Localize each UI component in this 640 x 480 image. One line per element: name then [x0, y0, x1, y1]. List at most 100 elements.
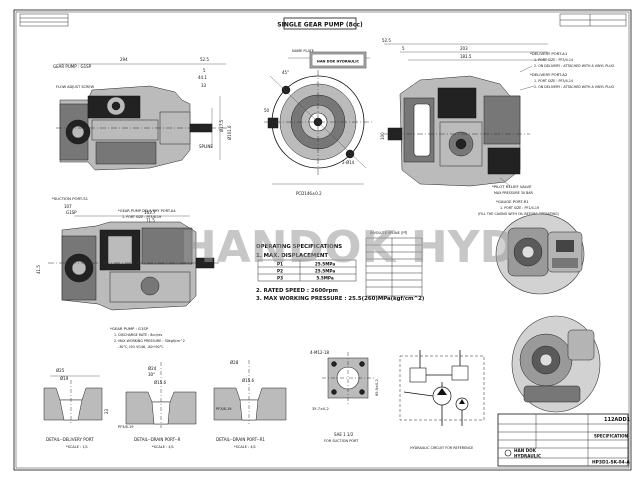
drawing-title: SINGLE GEAR PUMP (8cc) — [277, 22, 363, 29]
front-view: NAME PLATE 45° HAN DOK HYDRAULIC 2-Ø14 P… — [264, 49, 374, 196]
gauge-port-label: *GAUGE PORT-R1 — [496, 199, 529, 204]
side-view: 294 52.5 5 44.1 33 GEAR PUMP : G1SP FLOW… — [53, 57, 232, 171]
pcd-dim: PCD146±0.2 — [296, 191, 322, 196]
rv-dim-181-5: 181.5 — [460, 54, 472, 59]
watermark: HANDOK HYD — [180, 222, 516, 273]
max-working-pressure: 2. MAX WORKING PRESSURE : 30kgf/cm^2 — [114, 339, 185, 343]
detail-drain-r-title: DETAIL--DRAIN PORT--R — [134, 437, 181, 442]
delivery-a1-label: *DELIVERY PORT-A1 — [530, 51, 568, 56]
rv-dim-5: 5 — [402, 46, 405, 51]
spec-item-1: 1. MAX. DISPLACEMENT — [256, 253, 328, 259]
dp-dim-25: Ø25 — [56, 368, 65, 373]
spec-label: SPECIFICATION — [594, 434, 628, 439]
spec-row-3-value: 5.5MPa — [316, 276, 334, 281]
spec-item-3: 3. MAX WORKING PRESSURE : 25.5(260)MPa(k… — [256, 296, 424, 302]
lower-view: *SUCTION PORT-S1 107 G1SP 163.7 71.5 *GE… — [36, 196, 220, 349]
dim-5: 5 — [203, 68, 206, 73]
dim-2-phi14: 2-Ø14 — [342, 160, 355, 165]
detail-drain-port-r1: Ø28 Ø15.6 PF3/8-19 DETAIL--DRAIN PORT--R… — [213, 360, 287, 449]
dim-33: 33 — [201, 83, 207, 88]
dr1-dim-28: Ø28 — [230, 360, 239, 365]
spec-row-2-value: 25.5MPa — [315, 269, 335, 274]
discharge-rate: 1. DISCHARGE RATE : 8cc/rev — [114, 333, 162, 337]
dr-dim-24: Ø24 — [148, 366, 157, 371]
lv-dim-71-5: 71.5 — [146, 218, 155, 223]
spline-label: SPLINE — [199, 144, 213, 149]
dp-dim-23: 23 — [104, 408, 109, 414]
suction-dim-35-7: 35.7±0.2 — [312, 407, 329, 411]
pump-render-lower — [511, 315, 601, 413]
gear-pump-label: GEAR PUMP : G1SP — [53, 64, 92, 69]
circuit-caption: HYDRAULIC CIRCUIT FOR REFERENCE — [410, 446, 473, 450]
sheet-border — [13, 9, 632, 471]
dr1-port-size: PF3/8-19 — [216, 407, 231, 411]
flow-adjust-label: FLOW ADJUST SCREW — [56, 85, 95, 89]
rv-dim-52-5: 52.5 — [382, 38, 391, 43]
detail-delivery-scale: *SCALE : 1/1 — [66, 445, 88, 449]
pilot-relief-label: *PILOT RELIEF VALVE — [492, 184, 532, 189]
hydraulic-circuit: HYDRAULIC CIRCUIT FOR REFERENCE — [399, 350, 485, 450]
spline-table-heading: INVOLUTE SPLINE 규격 — [370, 230, 407, 235]
gear-delivery-label: *GEAR PUMP DELIVERY PORT-A4 — [118, 209, 176, 213]
dim-phi-17: Ø17.5 — [219, 119, 224, 132]
company-name-1: HAN DOK — [514, 448, 537, 453]
spec-heading: OPERATING SPECIFICATIONS — [256, 244, 342, 250]
dim-45: 45° — [282, 70, 289, 75]
delivery-a1-size: 1. PORT SIZE : PF3/4-14 — [534, 58, 573, 62]
dr-port-size: PF3/8-19 — [118, 425, 133, 429]
gauge-port-note: (FILL THE CASING WITH OIL BEFORE OPERATI… — [478, 212, 559, 216]
gear-delivery-size: 1. PORT SIZE : PF3/8-19 — [122, 215, 161, 219]
gear-pump-g1sp-label: *GEAR PUMP : G1SP — [110, 326, 149, 331]
sheet-inner-border — [15, 11, 630, 469]
suction-sae-label: SAE 1 1/2 — [334, 432, 354, 437]
dim-44-1: 44.1 — [198, 75, 207, 80]
detail-drain-r1-title: DETAIL--DRAIN PORT--R1 — [216, 437, 265, 442]
lv-g1sp: G1SP — [66, 210, 77, 215]
suction-port-label: *SUCTION PORT-S1 — [52, 196, 89, 201]
spec-row-1-value: 25.5MPa — [315, 262, 335, 267]
company-name-2: HYDRAULIC — [514, 454, 541, 459]
lv-dim-41-5: 41.5 — [36, 265, 41, 274]
operating-specifications: OPERATING SPECIFICATIONS 1. MAX. DISPLAC… — [256, 244, 424, 302]
rv-dim-100: 100 — [380, 132, 385, 140]
detail-drain-r1-scale: *SCALE : 4/1 — [234, 445, 256, 449]
title-block: 112ADD1 SPECIFICATION HAN DOK HYDRAULIC … — [497, 413, 631, 467]
title-box — [283, 17, 357, 30]
rv-dim-203: 203 — [460, 46, 468, 51]
dr1-dim-15-6: Ø15.6 — [242, 378, 255, 383]
company-logo — [504, 449, 512, 457]
lv-dim-163-7: 163.7 — [144, 210, 156, 215]
spec-row-1-port: P1 — [277, 262, 283, 267]
pump-render-upper — [495, 213, 585, 295]
dim-294: 294 — [120, 57, 128, 62]
spline-table: INVOLUTE SPLINE 규격 — [365, 230, 423, 297]
gauge-port-size: 1. PORT SIZE : PF1/4-19 — [500, 206, 539, 210]
right-view: 52.5 5 203 181.5 100 *DELIVERY PORT-A1 1… — [380, 38, 614, 216]
oil-temp: -30°C, ISO VG46, -80+90°C — [118, 345, 164, 349]
dim-phi-101: Ø101.6 — [227, 125, 232, 140]
delivery-a1-note: 2. ON DELIVERY : ATTACHED WITH A VINYL P… — [534, 64, 614, 68]
dr-dim-30: 30° — [148, 372, 155, 377]
spec-item-2: 2. RATED SPEED : 2600rpm — [256, 288, 338, 294]
detail-drain-port-r: Ø24 30° Ø15.6 PF3/8-19 DETAIL--DRAIN POR… — [118, 362, 197, 449]
top-right-block — [559, 13, 627, 27]
delivery-a2-label: *DELIVERY PORT-A2 — [530, 72, 568, 77]
dim-52-5: 52.5 — [200, 57, 209, 62]
delivery-a2-size: 1. PORT SIZE : PF3/4-14 — [534, 79, 573, 83]
suction-dim-69-9: 69.9±0.2 — [375, 379, 379, 396]
name-plate-text: HAN DOK HYDRAULIC — [317, 60, 360, 64]
suction-for-label: FOR SUCTION PORT — [324, 439, 359, 443]
spec-row-2-port: P2 — [277, 269, 283, 274]
detail-drain-r-scale: *SCALE : 4/1 — [152, 445, 174, 449]
suction-bolts: 4-M12-18 — [310, 350, 330, 355]
dim-50: 50 — [264, 108, 270, 113]
dp-dim-19: Ø19 — [60, 376, 69, 381]
detail-delivery-port: Ø25 Ø19 23 DETAIL--DELIVERY PORT *SCALE … — [43, 368, 109, 449]
suction-flange-detail: 4-M12-18 35.7±0.2 69.9±0.2 SAE 1 1/2 FOR… — [310, 350, 379, 443]
name-plate-label: NAME PLATE — [292, 49, 314, 53]
document-number: HP3D1-SK-04-A — [592, 460, 630, 466]
spec-table — [257, 259, 357, 282]
revision-block — [19, 13, 69, 27]
